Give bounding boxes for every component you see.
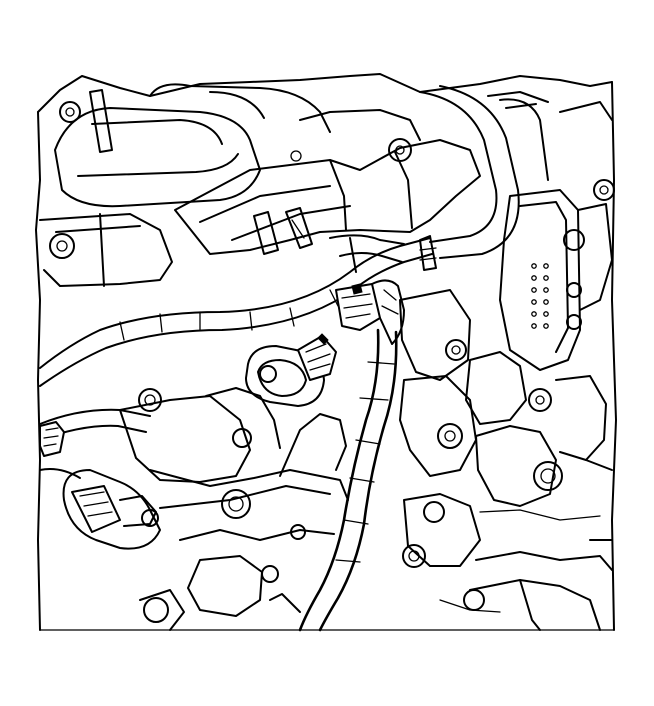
left-upper-connector	[39, 421, 65, 457]
drawing-border	[35, 73, 617, 631]
coolant-tube	[419, 85, 549, 271]
camshaft-position-sensor	[245, 333, 337, 407]
engine-block-right	[399, 289, 613, 631]
bracket-hole-grid	[531, 263, 549, 329]
mounting-bracket	[499, 98, 615, 371]
sensor-wire-lead	[298, 328, 398, 632]
harness-connector	[335, 279, 405, 345]
exhaust-manifold	[39, 83, 331, 287]
engine-block-lower	[119, 387, 349, 631]
cylinder-head-cover	[174, 109, 481, 255]
left-lower-connector	[62, 469, 161, 550]
wiring-harness	[39, 234, 433, 387]
